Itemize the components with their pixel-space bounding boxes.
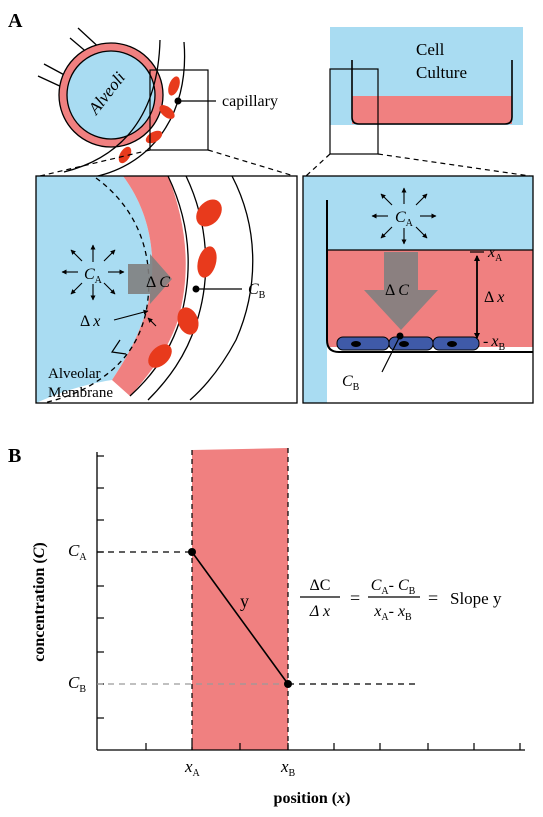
culture-medium xyxy=(352,96,512,124)
delta-c-arrow-left xyxy=(128,254,172,304)
x-axis-ticks xyxy=(145,743,521,750)
zoom-box-right xyxy=(329,68,379,155)
zoom-line-right xyxy=(305,153,331,177)
cell-monolayer xyxy=(336,336,480,351)
eq-den2: xA- xB xyxy=(373,603,412,623)
y-axis-label: concentration (C) xyxy=(31,542,48,662)
capillary-wall-inner xyxy=(63,39,161,173)
ca-label-left: CA xyxy=(84,266,103,286)
xtick-xb: xB xyxy=(280,757,296,779)
delta-c-arrow-right xyxy=(364,252,438,330)
panel-b-label: B xyxy=(8,445,21,467)
xb-label-right: -xB xyxy=(483,333,505,353)
zoom-line-left xyxy=(207,149,295,177)
zoom-line-right xyxy=(377,153,531,177)
ca-arrows-left xyxy=(61,244,125,301)
red-blood-cell xyxy=(148,344,172,368)
point-a xyxy=(188,548,196,556)
alveolar-zoom-frame xyxy=(35,175,298,404)
eq-num2: CA- CB xyxy=(371,577,416,597)
red-blood-cell xyxy=(197,246,217,278)
alveolus-overview: Alveoli capillary xyxy=(37,27,295,179)
eq-den1: Δ x xyxy=(309,603,330,620)
membrane-pointer xyxy=(110,339,127,355)
alveolus-air-zoom xyxy=(36,176,153,403)
alveolus-air xyxy=(66,50,156,140)
ca-label-right: CA xyxy=(395,209,414,229)
panel-a-label: A xyxy=(8,10,23,32)
red-blood-cell xyxy=(196,199,222,227)
y-axis-ticks xyxy=(97,455,104,719)
delta-x-pointer-left xyxy=(147,317,157,327)
eq-equals2: = xyxy=(428,588,438,608)
cb-label-right: CB xyxy=(342,373,360,393)
eq-num1: ΔC xyxy=(310,577,331,594)
red-blood-cell xyxy=(168,76,180,96)
culture-zoom-frame xyxy=(302,175,534,404)
cb-label-left: CB xyxy=(248,281,266,301)
eq-equals1: = xyxy=(350,588,360,608)
culture-label-line1: Cell xyxy=(416,40,445,59)
ytick-ca: CA xyxy=(68,541,87,563)
membrane-label-line2: Membrane xyxy=(48,385,113,401)
line-label-y: y xyxy=(240,591,249,611)
culture-zoom-below xyxy=(327,347,533,403)
gradient-line-y xyxy=(191,551,289,685)
culture-label-line2: Culture xyxy=(416,63,467,82)
ca-arrows-right xyxy=(371,187,437,245)
cell-culture-overview: Cell Culture xyxy=(305,27,531,177)
capillary-wall-zoom-3 xyxy=(189,176,254,401)
delta-x-pointer-left xyxy=(113,309,149,321)
red-blood-cell xyxy=(159,105,175,119)
red-blood-cell xyxy=(118,146,132,164)
membrane-region xyxy=(192,448,288,750)
xtick-xa: xA xyxy=(184,757,201,779)
culture-dish xyxy=(351,60,513,125)
cb-pointer-line-right xyxy=(381,335,401,373)
eq-slope: Slope y xyxy=(450,589,502,608)
culture-zoom-dish-wall xyxy=(326,200,533,353)
red-blood-cell xyxy=(177,307,199,335)
concentration-plot: y CA CB xA xB position (x) concentration… xyxy=(31,448,525,807)
x-axis-label: position (x) xyxy=(274,790,351,807)
ytick-cb: CB xyxy=(68,673,86,695)
membrane-band xyxy=(112,176,186,396)
membrane-label-line1: Alveolar xyxy=(48,366,100,382)
xa-label-right: xA xyxy=(487,244,503,264)
point-b xyxy=(284,680,292,688)
slope-equation: ΔC Δ x = CA- CB xA- xB = Slope y xyxy=(300,577,502,623)
zoom-line-left xyxy=(39,149,151,177)
zoom-box-left xyxy=(149,69,209,151)
capillary-label: capillary xyxy=(222,93,278,110)
